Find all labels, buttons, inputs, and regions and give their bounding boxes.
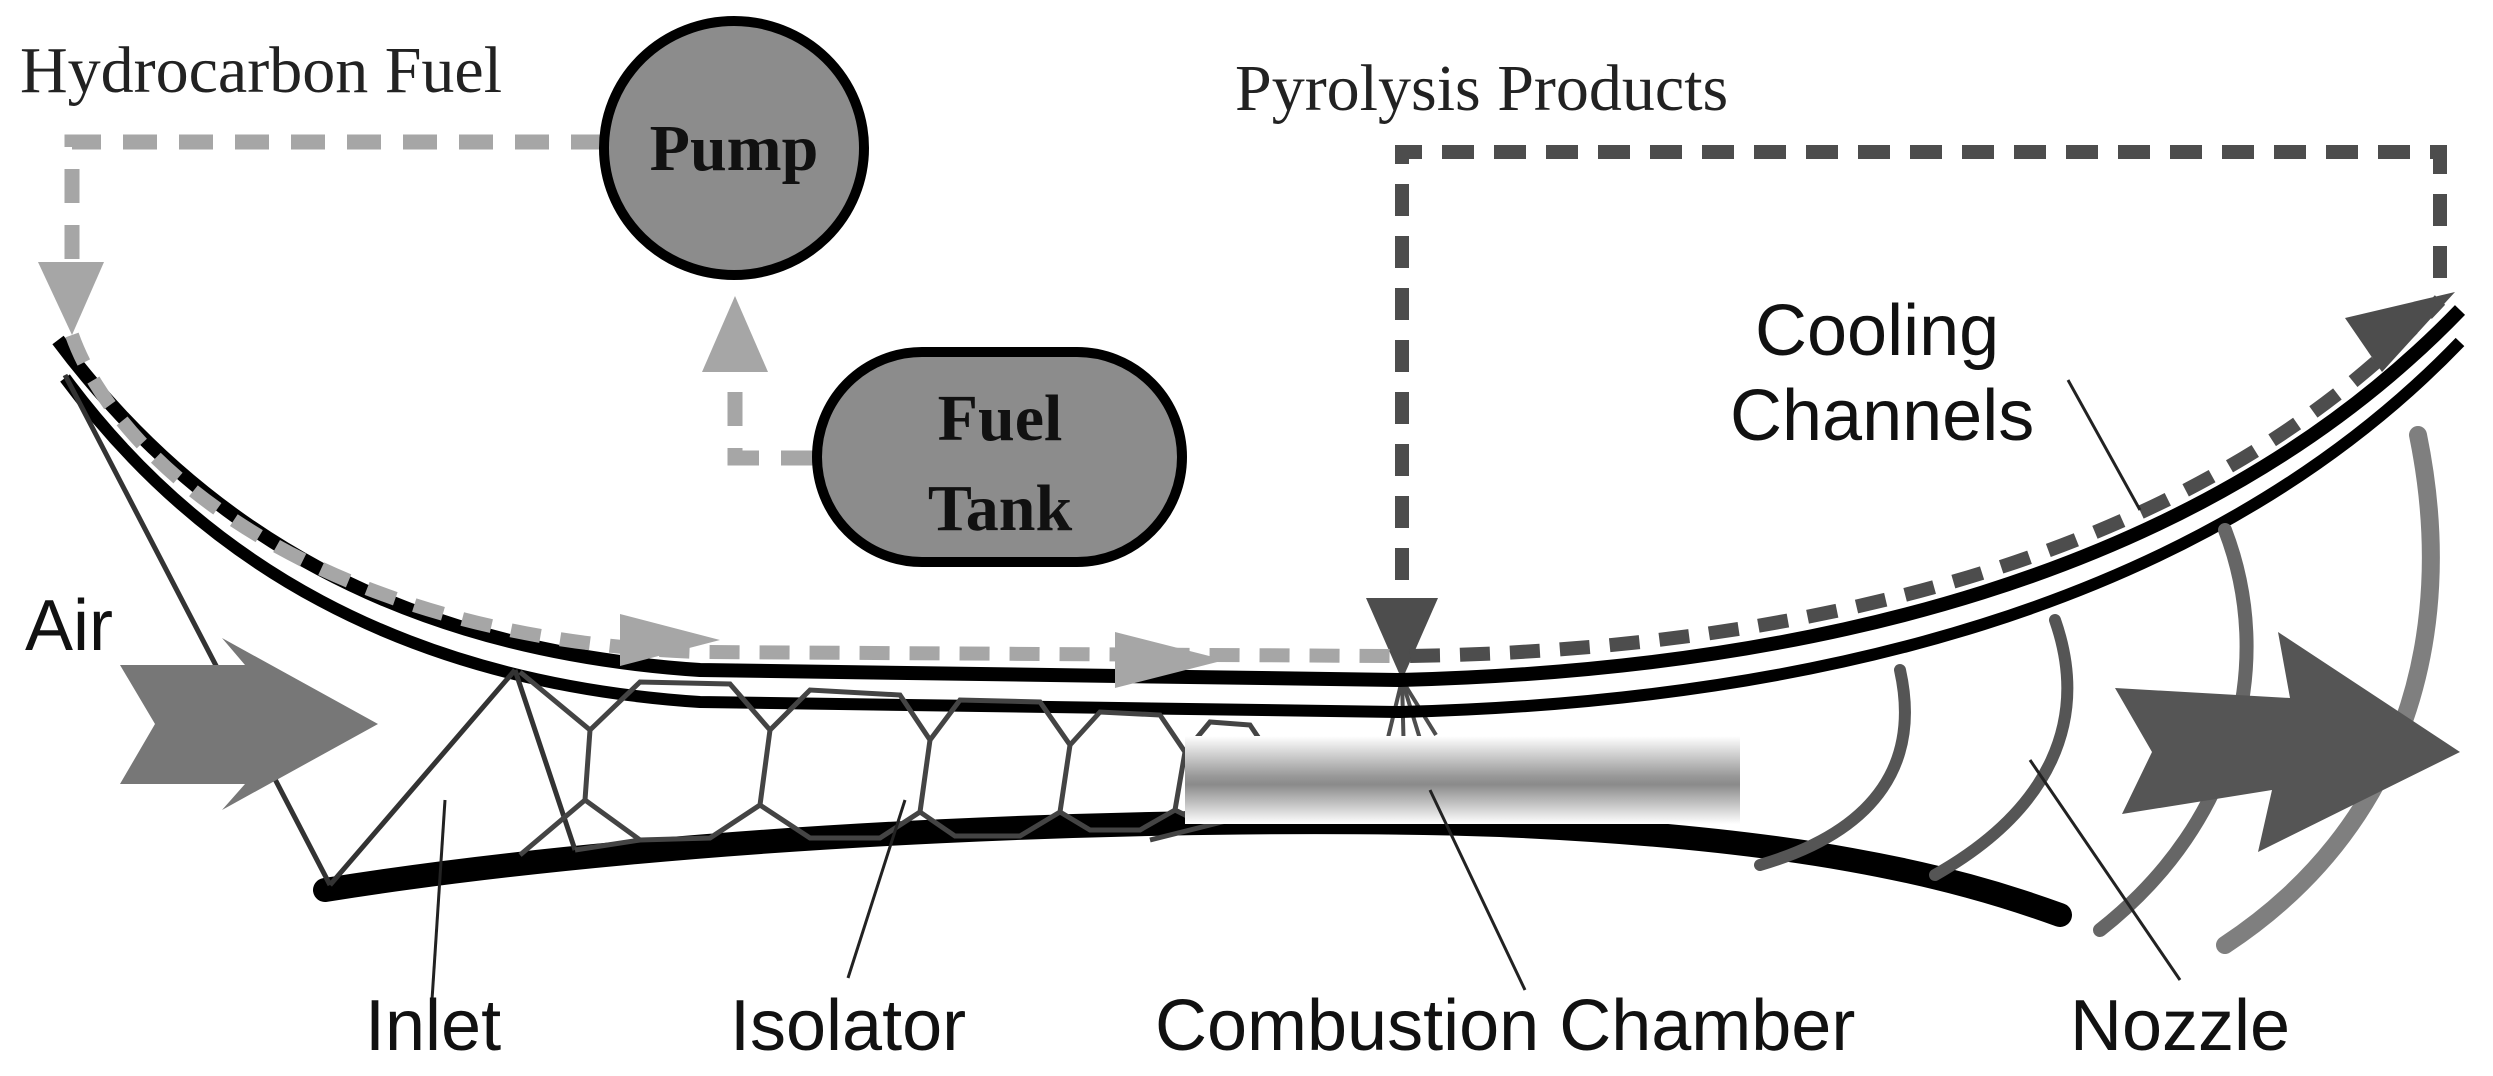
leader-lines (430, 379, 2182, 1001)
pyrolysis-products-label: Pyrolysis Products (1235, 52, 1728, 125)
upper-wall (52, 305, 2466, 719)
air-arrow (120, 638, 378, 810)
cooling-flow-light (65, 332, 1391, 663)
inlet-geometry (62, 373, 578, 887)
nozzle-arc-1 (1754, 664, 1911, 871)
pump-to-inlet-arrowhead (38, 262, 104, 335)
hydrocarbon-fuel-label: Hydrocarbon Fuel (20, 34, 502, 107)
fuel-tank-body (812, 347, 1187, 567)
cooling-arrowhead-3 (2345, 292, 2455, 372)
cooling-flow-dark (1409, 295, 2446, 663)
inlet-shock-2 (512, 669, 578, 851)
injection-arrowhead (1366, 598, 1438, 680)
cooling-channels-label-line2: Channels (1730, 376, 2034, 456)
nozzle-label: Nozzle (2070, 986, 2290, 1066)
tank-to-pump-arrowhead (702, 296, 768, 372)
combustion-chamber-label: Combustion Chamber (1155, 986, 1855, 1066)
pump-circle (599, 16, 869, 280)
upper-wall-outer (52, 305, 2466, 688)
pump: Pump (599, 16, 869, 280)
cooling-channel-flow (65, 292, 2455, 688)
leader-inlet (430, 799, 447, 1001)
leader-isolator (846, 799, 907, 979)
fuel-tank-label-line2: Tank (928, 472, 1073, 545)
inlet-ramp (62, 373, 333, 887)
fuel-feed-line (38, 134, 815, 466)
fuel-tank-label-line1: Fuel (938, 382, 1063, 455)
cooling-channels-label-line1: Cooling (1755, 291, 1999, 371)
pyrolysis-loop (1395, 145, 2447, 598)
pump-to-inlet-line (64, 134, 605, 262)
exhaust-arrow (2115, 632, 2460, 852)
upper-wall-inner (60, 337, 2465, 719)
nozzle-arc-2 (1929, 614, 2074, 881)
cooling-arrowhead-2 (1115, 632, 1225, 688)
air-label: Air (25, 586, 113, 666)
pump-label: Pump (650, 112, 819, 185)
cooling-arrowhead-1 (620, 614, 720, 666)
isolator-label: Isolator (730, 986, 966, 1066)
leader-combustion (1428, 789, 1527, 991)
inlet-label: Inlet (365, 986, 501, 1066)
fuel-tank: Fuel Tank (812, 347, 1187, 567)
combustion-zone (1185, 736, 1740, 824)
inlet-shock-1 (328, 668, 517, 887)
leader-nozzle (2028, 759, 2182, 981)
tank-to-pump-line (727, 370, 815, 466)
lower-wall (313, 810, 2072, 927)
leader-cooling (2066, 379, 2142, 511)
